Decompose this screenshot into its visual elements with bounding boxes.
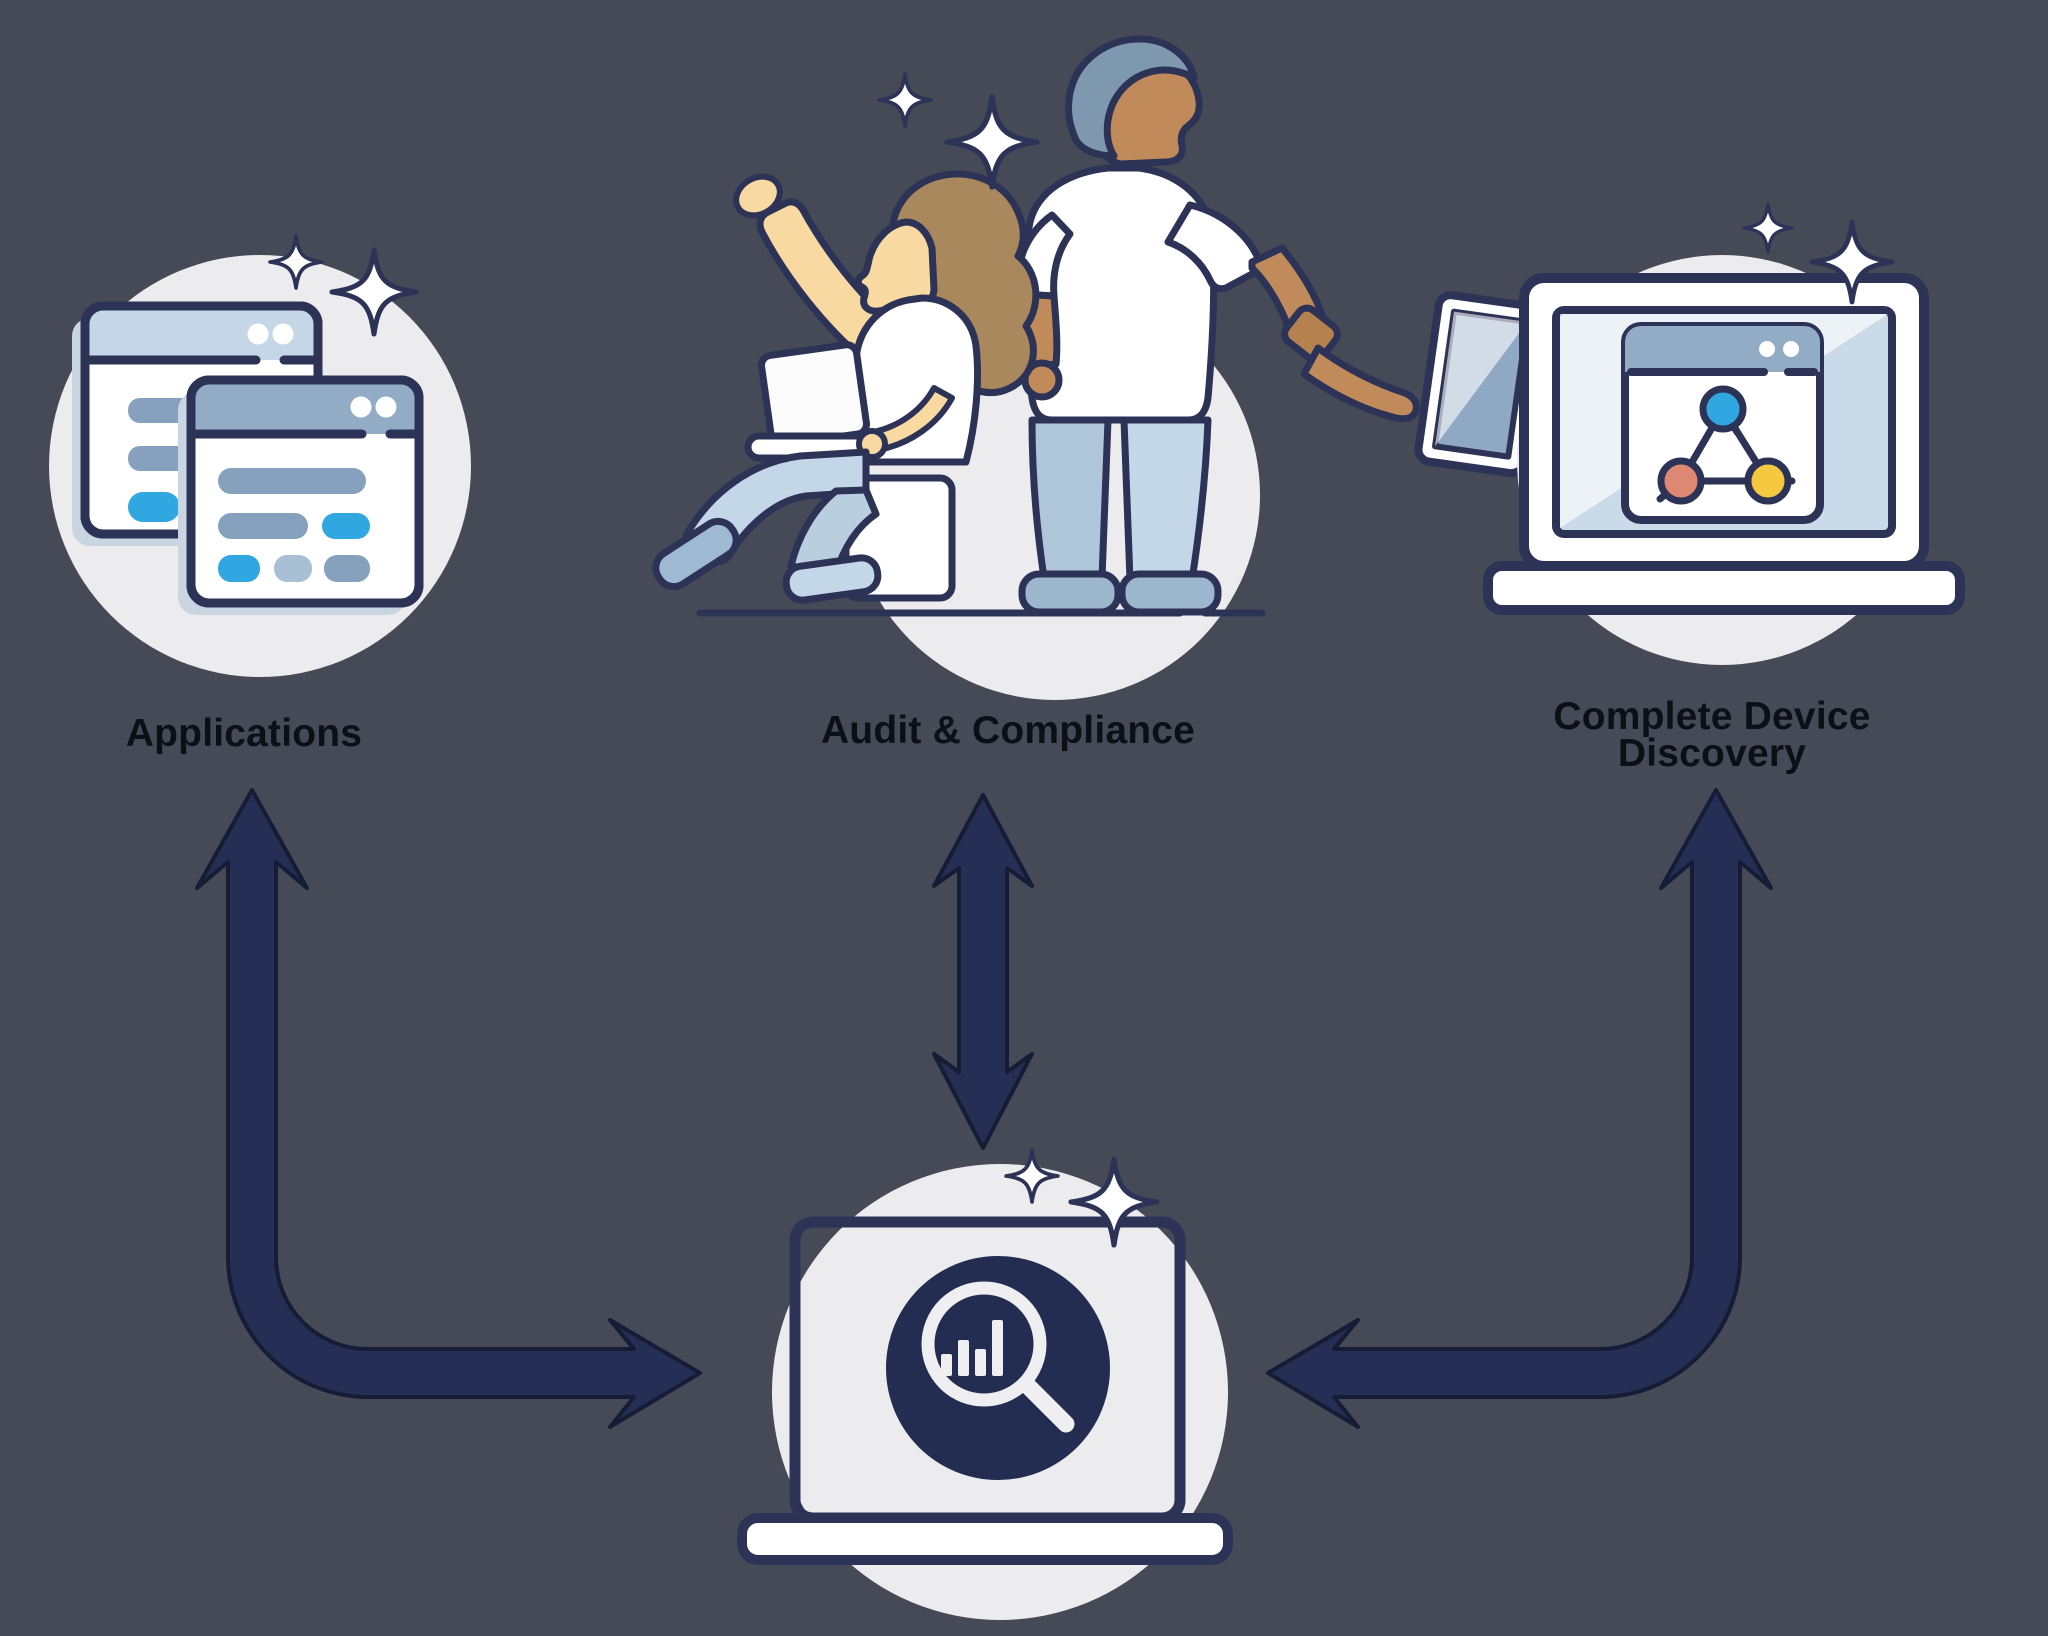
sparkle-icon (1809, 219, 1895, 305)
arrow-audit-hub (932, 793, 1034, 1150)
sparkle-icon (1742, 202, 1794, 254)
shoe (652, 517, 740, 591)
arrow-applications-hub (195, 788, 702, 1429)
hand (733, 173, 783, 219)
network-node-blue (1699, 385, 1747, 433)
label-audit-compliance: Audit & Compliance (820, 709, 1196, 752)
sparkle-icon (1068, 1156, 1160, 1248)
text-pill (324, 555, 370, 582)
sleeve (1164, 201, 1263, 293)
chart-bar (975, 1349, 986, 1376)
network-triangle (1656, 385, 1796, 505)
arrow-discovery-hub (1266, 788, 1773, 1429)
cuff (1281, 304, 1341, 364)
pant-leg (1120, 416, 1212, 584)
chart-bar (958, 1340, 969, 1376)
text-pill-accent (218, 555, 260, 582)
hair (1065, 35, 1198, 160)
laptop-network (1483, 273, 1965, 615)
connector-arrows (195, 788, 1773, 1429)
laptop-base (1483, 561, 1965, 615)
sparkle-icon (329, 247, 419, 337)
text-pill-accent (322, 513, 370, 539)
magnifier-handle (1018, 1376, 1075, 1433)
forearm (1300, 344, 1420, 423)
network-node-salmon (1657, 457, 1705, 505)
analytics-hub-illustration (737, 1148, 1233, 1620)
sparkle-icon (1004, 1148, 1060, 1204)
tablet (1414, 291, 1548, 478)
browser-window-front (186, 375, 424, 608)
device-discovery-illustration (1483, 202, 1965, 665)
person-standing (1013, 35, 1548, 616)
sparkles (877, 72, 1040, 190)
person-sitting (652, 170, 1040, 604)
shirt (852, 294, 982, 466)
window-dot (375, 396, 397, 418)
applications-illustration (49, 234, 471, 677)
sparkles (1004, 1148, 1160, 1248)
text-pill (218, 513, 308, 539)
label-device-discovery: Complete Device Discovery (1553, 695, 1871, 775)
network-node-yellow (1744, 457, 1792, 505)
window-dot (1783, 341, 1799, 357)
window-dot (1759, 341, 1775, 357)
magnifier-chart-icon (886, 1256, 1110, 1480)
window-dot (247, 323, 269, 345)
text-pill-accent (128, 492, 180, 522)
shoe (1018, 570, 1122, 616)
chart-bar (992, 1320, 1003, 1376)
raised-arm (756, 198, 900, 364)
window-dot (350, 396, 372, 418)
laptop-base (737, 1513, 1233, 1565)
laptop (757, 341, 870, 449)
window-dot (272, 323, 294, 345)
jeans-leg (787, 486, 880, 578)
shoe (782, 554, 882, 604)
pant-leg (1028, 416, 1112, 582)
shoe (1118, 570, 1222, 616)
text-pill (218, 468, 366, 494)
sparkle-icon (268, 234, 324, 290)
chart-bar (941, 1354, 952, 1376)
audit-compliance-illustration (652, 35, 1548, 700)
text-pill (274, 555, 312, 582)
sparkles (268, 234, 419, 337)
label-applications: Applications (125, 712, 363, 755)
sparkle-icon (944, 94, 1040, 190)
sparkles (1742, 202, 1895, 305)
sparkle-icon (877, 72, 933, 128)
